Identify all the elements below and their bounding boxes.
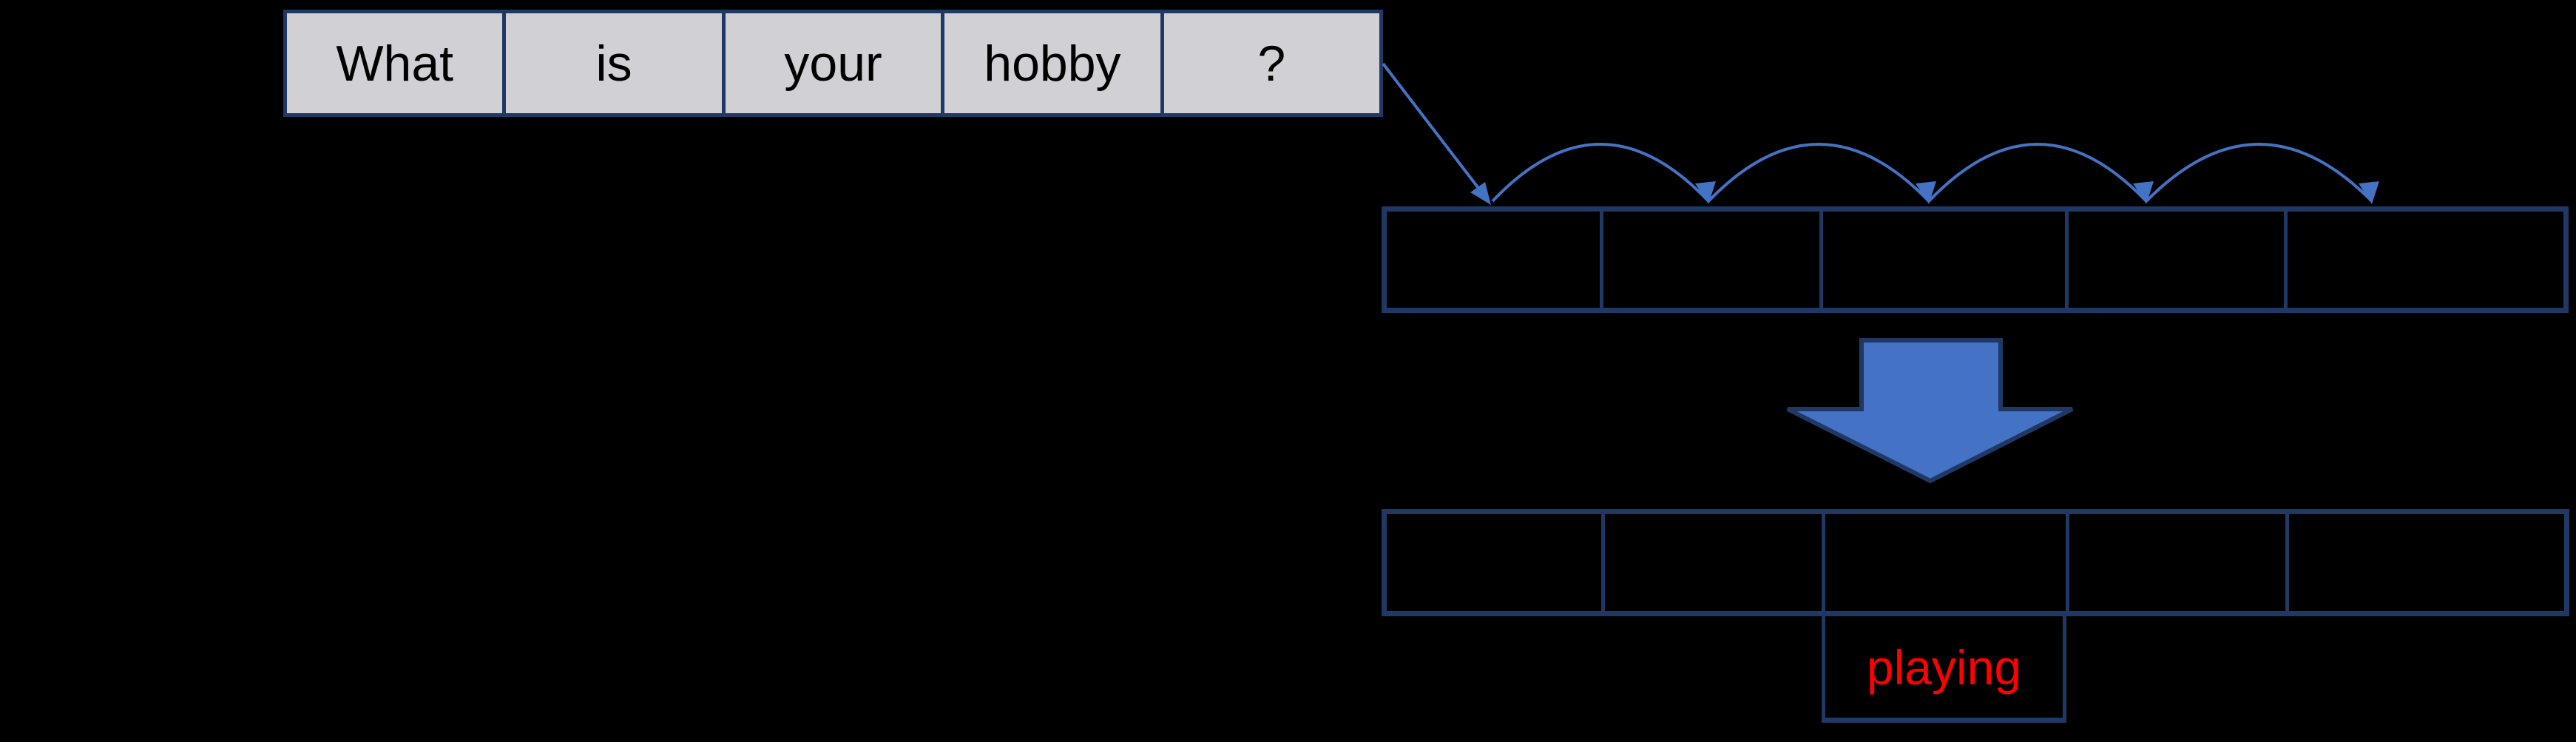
hop-arc-icon xyxy=(1707,143,1930,203)
sentence-to-tokens-arrowhead-icon xyxy=(1470,182,1491,205)
hop-arc-icon xyxy=(1927,143,2148,203)
input-token-label: your xyxy=(784,35,882,92)
cell-divider xyxy=(2065,212,2069,308)
input-token-cell: your xyxy=(721,13,941,113)
prediction-word: playing xyxy=(1866,639,2022,695)
hop-arrowhead-icon xyxy=(2133,181,2154,204)
cell-divider xyxy=(2066,514,2069,611)
cell-divider xyxy=(1601,514,1605,611)
hop-arc-icon xyxy=(1491,143,1710,203)
input-token-label: hobby xyxy=(984,35,1121,92)
hop-arrowhead-icon xyxy=(1916,181,1936,204)
input-token-label: What xyxy=(336,35,454,92)
sentence-to-tokens-arrow-icon xyxy=(1382,62,1487,198)
cell-divider xyxy=(2285,514,2289,611)
input-token-cell: is xyxy=(502,13,721,113)
cell-divider xyxy=(1822,514,1825,611)
hop-arc-icon xyxy=(2145,143,2373,203)
hop-arrowhead-icon xyxy=(2359,181,2379,204)
input-token-label: is xyxy=(595,35,632,92)
input-token-cell: What xyxy=(287,13,502,113)
input-token-cell: hobby xyxy=(941,13,1160,113)
cell-divider xyxy=(2284,212,2288,308)
hop-arrowhead-icon xyxy=(1695,181,1716,204)
input-sentence-row: What is your hobby ? xyxy=(283,10,1383,117)
prediction-box: playing xyxy=(1822,616,2066,723)
token-row-bottom xyxy=(1382,509,2569,616)
cell-divider xyxy=(1600,212,1603,308)
input-token-cell: ? xyxy=(1160,13,1379,113)
cell-divider xyxy=(1819,212,1823,308)
input-token-label: ? xyxy=(1257,35,1286,92)
big-down-arrow-icon xyxy=(1786,338,2074,484)
token-row-top xyxy=(1382,206,2569,313)
